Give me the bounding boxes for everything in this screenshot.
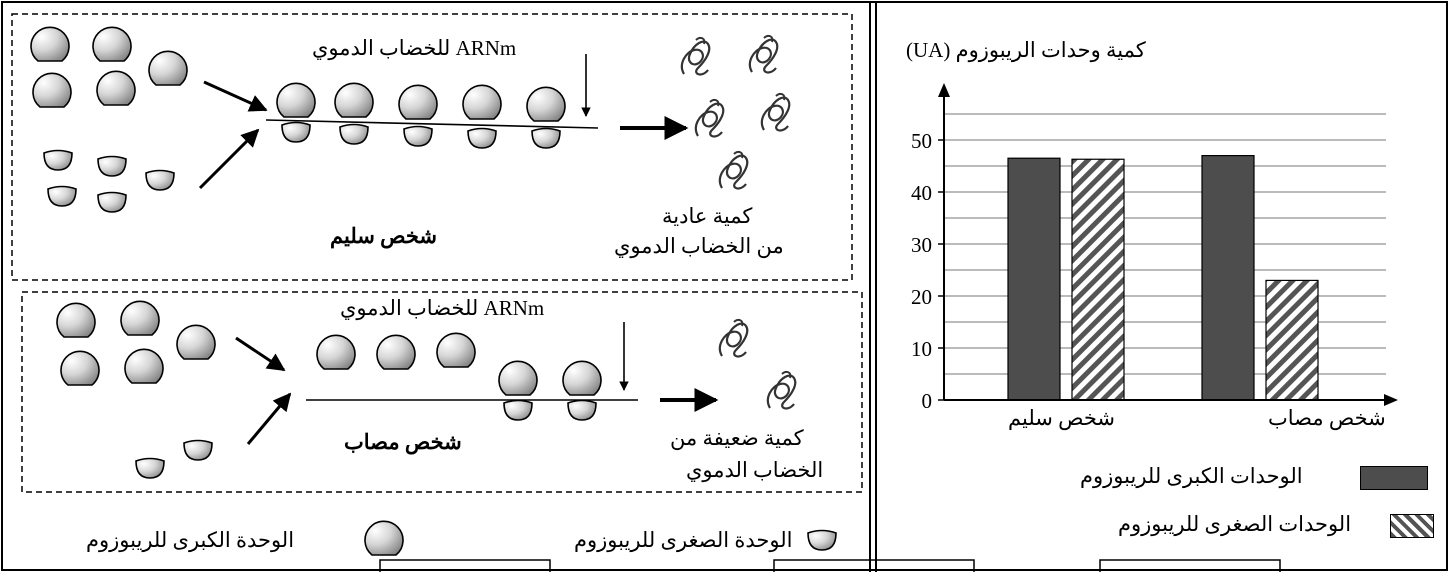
y-axis-arrow [938,83,950,97]
healthy-mrna-strand [265,119,599,129]
legend-small-subunit-label: الوحدة الصغرى للريبوزوم [574,528,793,552]
y-tick-label: 50 [911,129,932,153]
chart-y-axis-label: كمية وحدات الريبوزوم (UA) [906,38,1146,62]
bar-large-0 [1007,157,1061,401]
affected-box [21,291,863,493]
y-tick-label: 20 [911,285,932,309]
legend-label-small: الوحدات الصغرى للريبوزوم [1118,512,1352,536]
affected-title: شخص مصاب [344,430,462,454]
chart-category-label-affected: شخص مصاب [1268,406,1386,430]
healthy-title: شخص سليم [330,224,437,248]
affected-result-line1: كمية ضعيفة من [670,426,804,450]
chart-category-label-healthy: شخص سليم [1008,406,1115,430]
affected-result-line2: الخضاب الدموي [686,458,824,482]
bar-small-0 [1071,158,1125,401]
healthy-box [11,13,853,281]
affected-mrna-label: ARNm للخضاب الدموي [340,296,545,320]
y-tick-label: 30 [911,233,932,257]
y-tick-label: 10 [911,337,932,361]
healthy-result-line2: من الخضاب الدموي [614,234,784,258]
healthy-mrna-label: ARNm للخضاب الدموي [312,36,517,60]
chart-bars [1007,155,1319,401]
chart-y-ticks: 0 10 20 30 40 50 [911,129,944,413]
legend-label-large: الوحدات الكبرى للريبوزوم [1080,464,1303,488]
chart-axes [938,83,1398,406]
y-tick-label: 0 [922,389,933,413]
x-axis-arrow [1384,394,1398,406]
bar-small-1 [1265,279,1319,401]
y-tick-label: 40 [911,181,932,205]
legend-large-subunit-label: الوحدة الكبرى للريبوزوم [86,528,295,552]
legend-swatch-small [1390,514,1434,538]
healthy-result-line1: كمية عادية [662,204,753,228]
legend-swatch-large [1360,466,1428,490]
bar-large-1 [1201,155,1255,401]
